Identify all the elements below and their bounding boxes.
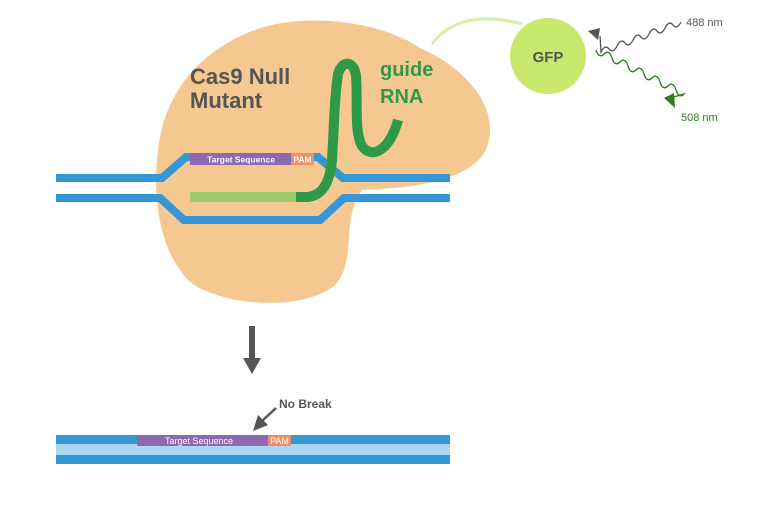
cas9-label-line2: Mutant	[190, 88, 263, 113]
target-sequence-segment	[190, 153, 291, 165]
pam-segment	[291, 153, 314, 165]
bottom-dna-gap	[56, 444, 450, 455]
bottom-dna-lower-strand	[56, 455, 450, 464]
excitation-wavelength: 488 nm	[686, 17, 723, 29]
process-arrow-shaft	[249, 326, 255, 360]
gfp-linker	[430, 17, 523, 45]
no-break-pointer-line	[261, 407, 277, 422]
process-arrow-down-icon	[243, 358, 261, 374]
bottom-pam-segment	[268, 435, 291, 446]
excitation-wave	[599, 21, 682, 55]
guide-rna-paired-region	[190, 192, 296, 202]
gfp-circle	[510, 18, 586, 94]
guide-rna-label-line1: guide	[380, 59, 433, 81]
bottom-target-sequence-label: Target Sequence	[165, 436, 233, 446]
bottom-pam-label: PAM	[270, 436, 289, 446]
cas9-label-line1: Cas9 Null	[190, 64, 290, 89]
guide-rna-strand	[296, 58, 403, 202]
emission-wave	[595, 49, 687, 99]
pam-label: PAM	[293, 155, 311, 165]
dna-lower-strand	[56, 194, 450, 224]
gfp-label: GFP	[533, 49, 564, 66]
guide-rna-label-line2: RNA	[380, 86, 423, 108]
excitation-arrowhead-icon	[588, 28, 600, 40]
target-sequence-label: Target Sequence	[207, 155, 275, 165]
bottom-target-sequence-segment	[137, 435, 268, 446]
no-break-label: No Break	[279, 397, 332, 411]
no-break-arrowhead-icon	[253, 415, 268, 431]
emission-arrowhead-icon	[664, 93, 675, 108]
emission-wavelength: 508 nm	[681, 112, 718, 124]
